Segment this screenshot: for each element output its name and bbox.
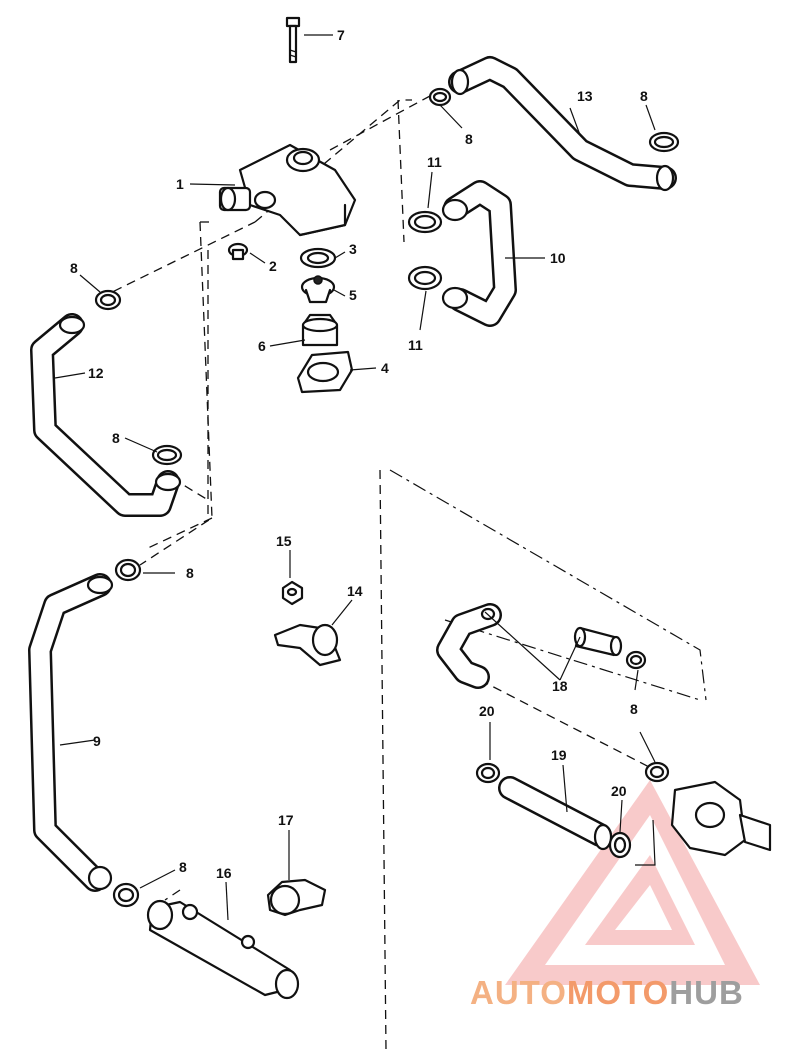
- watermark-hub: HUB: [669, 974, 744, 1011]
- clamp-8-h: [644, 761, 670, 783]
- callout-17: 17: [278, 812, 294, 828]
- callout-11-top: 11: [427, 154, 442, 170]
- thermostat-part-5: [300, 275, 336, 304]
- callout-11-bottom: 11: [408, 337, 423, 353]
- gasket-part-4: [296, 350, 354, 394]
- callout-12: 12: [88, 365, 104, 381]
- heat-exchanger-part-16: [146, 899, 300, 1000]
- clamp-11-a: [407, 210, 443, 234]
- callout-8-top-right: 8: [640, 88, 648, 104]
- clamp-20-b: [608, 831, 632, 859]
- watermark-auto: AUTO: [470, 974, 567, 1011]
- callout-20-left: 20: [479, 703, 495, 719]
- callout-13: 13: [577, 88, 593, 104]
- callout-16: 16: [216, 865, 232, 881]
- callout-20-right: 20: [611, 783, 627, 799]
- callout-8-mid: 8: [186, 565, 194, 581]
- plug-part-2: [227, 242, 249, 261]
- clamp-8-c: [94, 289, 122, 311]
- hose-part-18: [436, 603, 623, 689]
- clamp-8-a: [428, 87, 452, 107]
- callout-19: 19: [551, 747, 567, 763]
- clamp-8-e: [114, 558, 142, 582]
- callout-8-right: 8: [630, 701, 638, 717]
- clamp-8-d: [151, 444, 183, 466]
- callout-8-bottom: 8: [179, 859, 187, 875]
- callout-10: 10: [550, 250, 566, 266]
- clamp-8-b: [648, 131, 680, 153]
- callout-labels: 7 1 2 3 5 6 4 8 13 8 11 10 11 8 12 8 8 9…: [70, 27, 648, 881]
- hose-part-10: [441, 180, 517, 327]
- callout-2: 2: [269, 258, 277, 274]
- hose-part-19: [498, 776, 613, 851]
- nut-part-15: [281, 580, 304, 606]
- thermostat-housing-part-1: [218, 143, 357, 237]
- hose-part-13: [448, 56, 677, 192]
- watermark-triangle-logo: [505, 780, 760, 985]
- callout-6: 6: [258, 338, 266, 354]
- sea-water-pump: [670, 780, 772, 857]
- sleeve-part-6: [301, 313, 339, 347]
- bracket-part-17: [266, 878, 327, 917]
- callout-14: 14: [347, 583, 363, 599]
- callout-15: 15: [276, 533, 292, 549]
- callout-8-left: 8: [70, 260, 78, 276]
- callout-leader-lines: [54, 34, 656, 921]
- callout-18: 18: [552, 678, 568, 694]
- callout-9: 9: [93, 733, 101, 749]
- hose-part-12: [30, 313, 182, 517]
- callout-7: 7: [337, 27, 345, 43]
- callout-5: 5: [349, 287, 357, 303]
- bolt-part-7: [285, 16, 301, 64]
- clamp-8-g: [625, 650, 647, 670]
- hose-part-9: [28, 573, 114, 892]
- seal-ring-part-3: [299, 247, 337, 269]
- callout-8-top: 8: [465, 131, 473, 147]
- bracket-part-14: [273, 623, 342, 667]
- callout-8-mid-left: 8: [112, 430, 120, 446]
- clamp-11-b: [407, 265, 443, 291]
- clamp-20-a: [475, 762, 501, 784]
- clamp-8-f: [112, 882, 140, 908]
- callout-4: 4: [381, 360, 389, 376]
- callout-3: 3: [349, 241, 357, 257]
- hose-clamps: [94, 87, 680, 908]
- watermark-brand: AUTOMOTOHUB: [470, 974, 744, 1012]
- callout-1: 1: [176, 176, 184, 192]
- watermark-moto: MOTO: [566, 974, 670, 1011]
